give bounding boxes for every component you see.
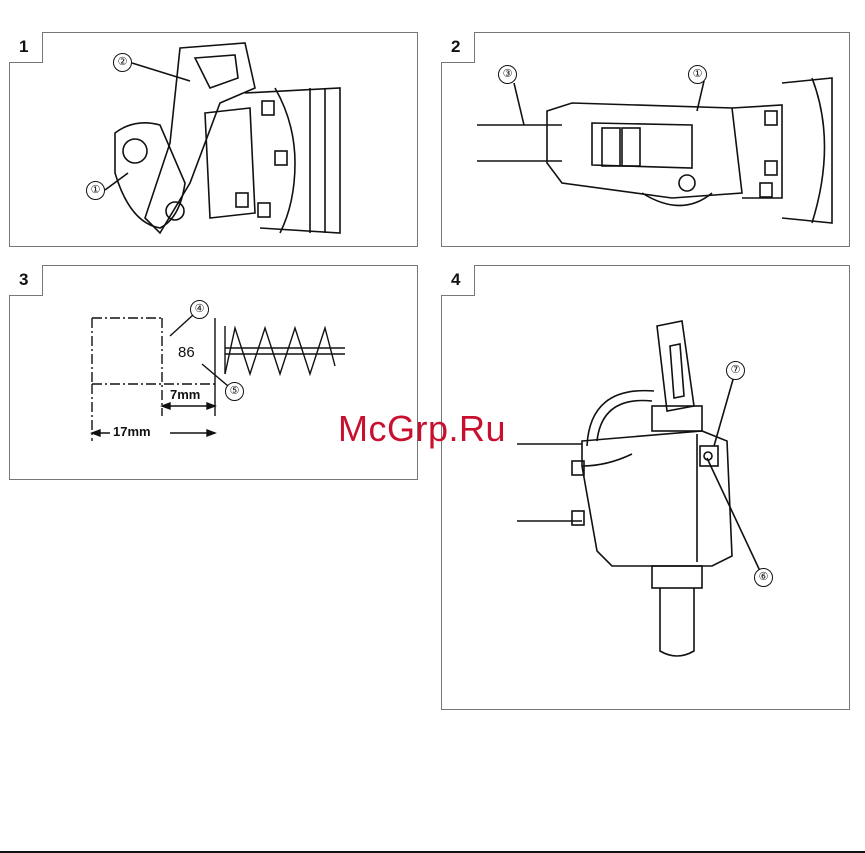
part-number-value: 86 — [178, 344, 195, 361]
callout-2: ② — [113, 53, 132, 72]
figure-4-drawing — [442, 266, 849, 709]
figure-1-drawing — [10, 33, 417, 246]
figure-panel-1: 1 ② ① — [9, 32, 418, 247]
callout-1: ① — [688, 65, 707, 84]
dimension-7mm: 7mm — [170, 387, 200, 402]
watermark-text: McGrp.Ru — [338, 408, 506, 450]
figure-panel-4: 4 ⑦ ⑥ — [441, 265, 850, 710]
callout-7: ⑦ — [726, 361, 745, 380]
panel-4-number: 4 — [441, 265, 475, 296]
callout-5: ⑤ — [225, 382, 244, 401]
dimension-17mm: 17mm — [113, 424, 151, 439]
panel-2-number: 2 — [441, 32, 475, 63]
callout-1: ① — [86, 181, 105, 200]
figure-panel-2: 2 ③ ① — [441, 32, 850, 247]
callout-6: ⑥ — [754, 568, 773, 587]
panel-3-number: 3 — [9, 265, 43, 296]
panel-1-number: 1 — [9, 32, 43, 63]
callout-3: ③ — [498, 65, 517, 84]
callout-4: ④ — [190, 300, 209, 319]
